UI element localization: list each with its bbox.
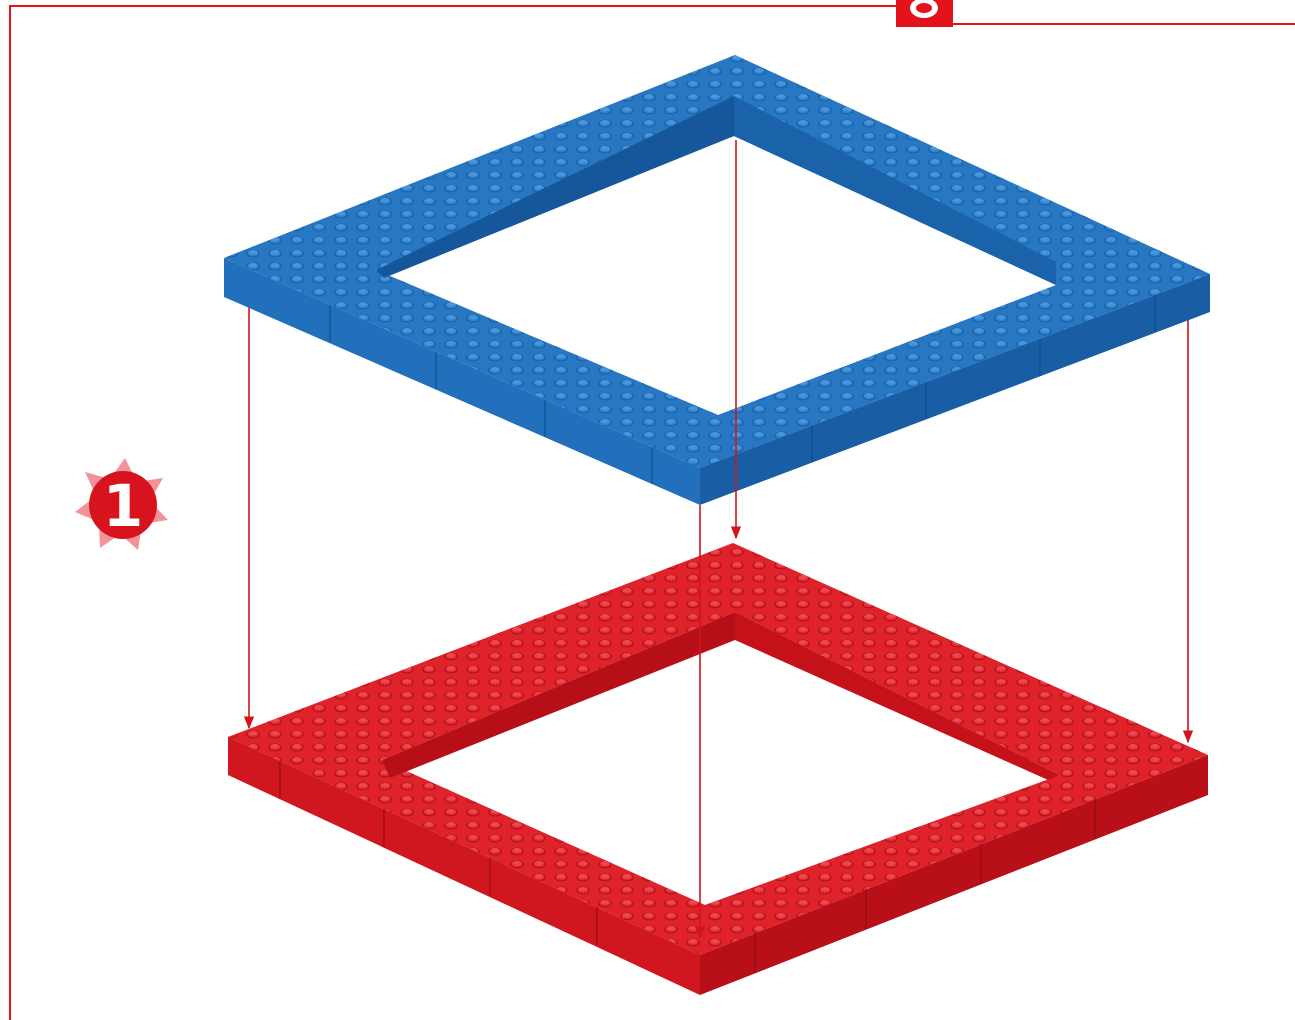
step-number: 1 [103, 472, 143, 540]
top-blue-brick-frame [224, 55, 1210, 505]
bottom-red-brick-frame [228, 543, 1208, 995]
step-badge: 1 [75, 458, 168, 550]
